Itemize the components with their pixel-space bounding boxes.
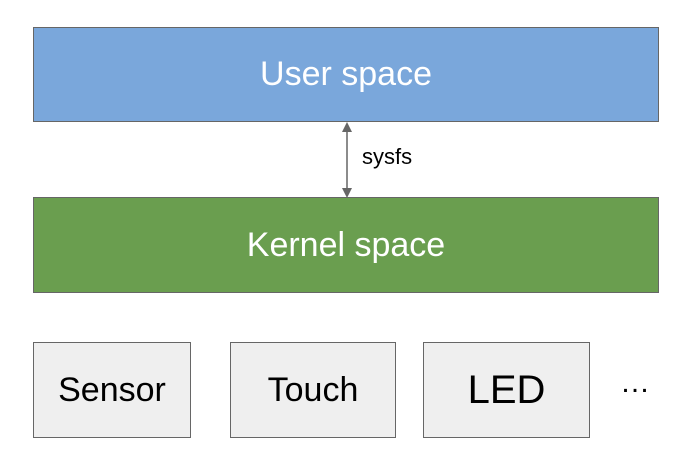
more-devices-ellipsis: … [620,366,652,399]
kernel-space-label: Kernel space [246,225,446,264]
user-space-label: User space [260,55,432,93]
device-box-touch: Touch [230,342,396,438]
bidirectional-arrow-icon [342,122,352,198]
arrow-head-down [342,188,352,198]
device-box-led: LED [423,342,590,438]
device-box-sensor: Sensor [33,342,191,438]
sysfs-label: sysfs [362,144,413,169]
arrow-head-up [342,122,352,132]
device-label-touch: Touch [267,370,359,409]
kernel-space-layer: Kernel space [33,197,659,293]
device-label-led: LED [467,367,546,412]
device-label-sensor: Sensor [58,370,166,409]
user-space-layer: User space [33,27,659,122]
